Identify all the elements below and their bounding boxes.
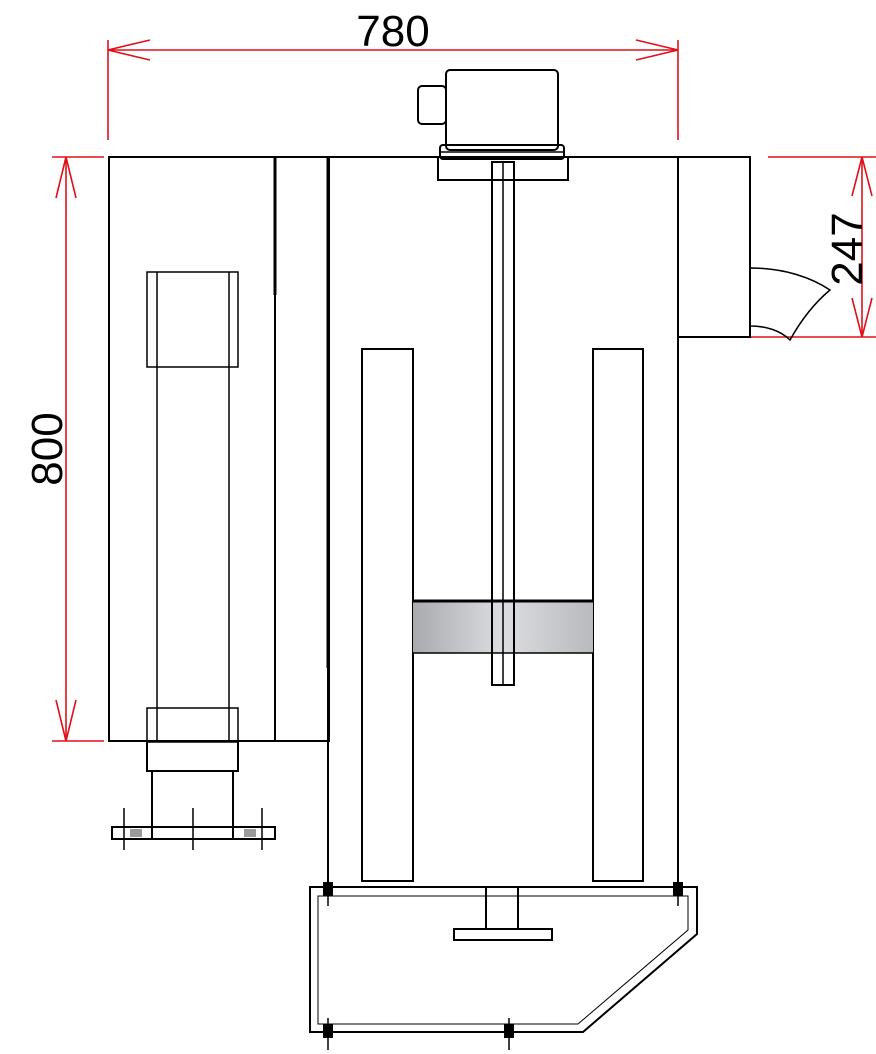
bolt [673,878,683,906]
bolts [323,878,683,1050]
bolt [504,1018,514,1050]
left-housing [108,156,277,743]
width-dimension [107,39,679,140]
bolt [323,878,333,906]
height-dimension [52,156,104,742]
width-dimension-label: 780 [356,7,429,56]
main-chamber [275,156,679,888]
inlet-pipe [111,740,276,850]
bottom-hopper [309,886,698,1033]
bolt [323,1018,333,1050]
outlet-pipe [677,156,832,342]
middle-channel [274,156,330,742]
outlet-dimension-label: 247 [823,212,872,285]
height-dimension-label: 800 [23,412,72,485]
motor-unit [417,69,565,160]
filter-element [749,267,832,342]
outlet-dimension [750,156,876,338]
